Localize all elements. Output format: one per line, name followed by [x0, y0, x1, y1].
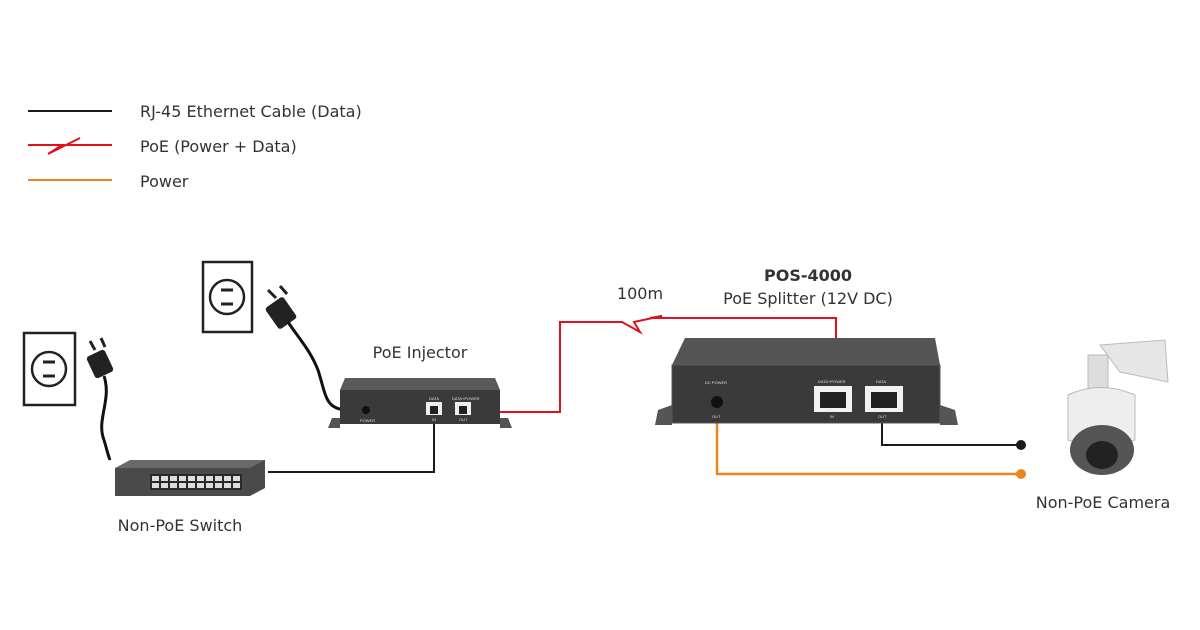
- injector-port-data: DATA: [429, 396, 439, 401]
- wall-outlet-icon: [22, 331, 77, 407]
- injector-label: PoE Injector: [373, 343, 468, 362]
- splitter-label: PoE Splitter (12V DC): [723, 289, 893, 308]
- legend-poe-label: PoE (Power + Data): [140, 137, 297, 156]
- poe-cable: [470, 315, 837, 413]
- injector-port-power: POWER: [360, 418, 375, 423]
- camera-icon: [1067, 339, 1169, 475]
- injector-port-out: OUT: [459, 417, 468, 422]
- power-plug-icon: [265, 285, 346, 412]
- data-endpoint: [1016, 440, 1026, 450]
- splitter-port-dcpower: DC POWER: [705, 380, 727, 385]
- splitter-port-in: IN: [830, 414, 834, 419]
- poe-injector: POWER DATA IN DATA+POWER OUT: [328, 378, 512, 428]
- legend-power-label: Power: [140, 172, 189, 191]
- injector-port-dataplus: DATA+POWER: [452, 396, 480, 401]
- power-plug-icon: [86, 337, 114, 461]
- power-cable: [715, 405, 1020, 476]
- non-poe-switch: [115, 460, 265, 496]
- legend-data-label: RJ-45 Ethernet Cable (Data): [140, 102, 362, 121]
- poe-splitter: DC POWER OUT DATA+POWER IN DATA OUT: [655, 338, 958, 425]
- distance-label: 100m: [617, 284, 663, 303]
- wall-outlet-icon: [201, 260, 254, 334]
- splitter-port-dcout: OUT: [712, 414, 721, 419]
- camera-label: Non-PoE Camera: [1036, 493, 1171, 512]
- power-endpoint: [1016, 469, 1026, 479]
- splitter-port-dataplus: DATA+POWER: [818, 379, 846, 384]
- splitter-port-data: DATA: [876, 379, 886, 384]
- injector-port-in: IN: [432, 417, 436, 422]
- legend: RJ-45 Ethernet Cable (Data) PoE (Power +…: [28, 102, 362, 191]
- switch-label: Non-PoE Switch: [118, 516, 243, 535]
- splitter-port-out: OUT: [878, 414, 887, 419]
- legend-poe-lightning-icon: [28, 137, 112, 155]
- data-cable: [268, 415, 435, 473]
- splitter-model: POS-4000: [764, 266, 852, 285]
